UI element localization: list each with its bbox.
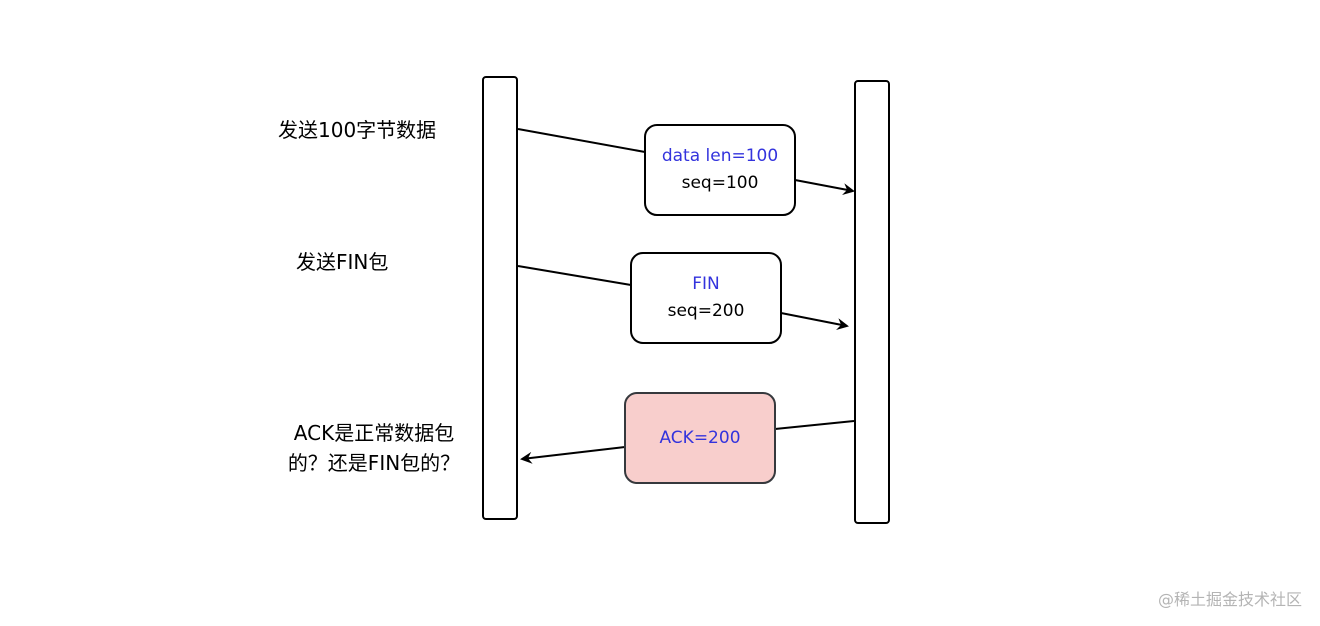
message-data-title: data len=100 [661, 146, 779, 166]
message-box-ack: ACK=200 [624, 392, 776, 484]
message-box-fin: FIN seq=200 [630, 252, 782, 344]
arrow-data-segment-1 [517, 128, 646, 153]
watermark: @稀土掘金技术社区 [1157, 590, 1302, 609]
arrow-ack-segment-1 [774, 420, 855, 430]
arrow-ack-segment-2 [520, 446, 626, 464]
lifeline-sender [482, 76, 518, 520]
message-data-seq: seq=100 [681, 173, 759, 193]
arrow-fin-segment-1 [517, 265, 632, 286]
arrow-data-segment-2 [794, 179, 855, 196]
message-ack-title: ACK=200 [659, 427, 741, 448]
annotation-send-fin: 发送FIN包 [296, 250, 389, 274]
message-fin-title: FIN [692, 274, 720, 294]
message-box-data: data len=100 seq=100 [644, 124, 796, 216]
annotation-question: ACK是正常数据包的？还是FIN包的？ [287, 421, 461, 475]
annotation-send-data: 发送100字节数据 [278, 118, 437, 142]
message-fin-seq: seq=200 [667, 301, 745, 321]
lifeline-receiver [854, 80, 890, 524]
arrow-fin-segment-2 [780, 312, 849, 330]
